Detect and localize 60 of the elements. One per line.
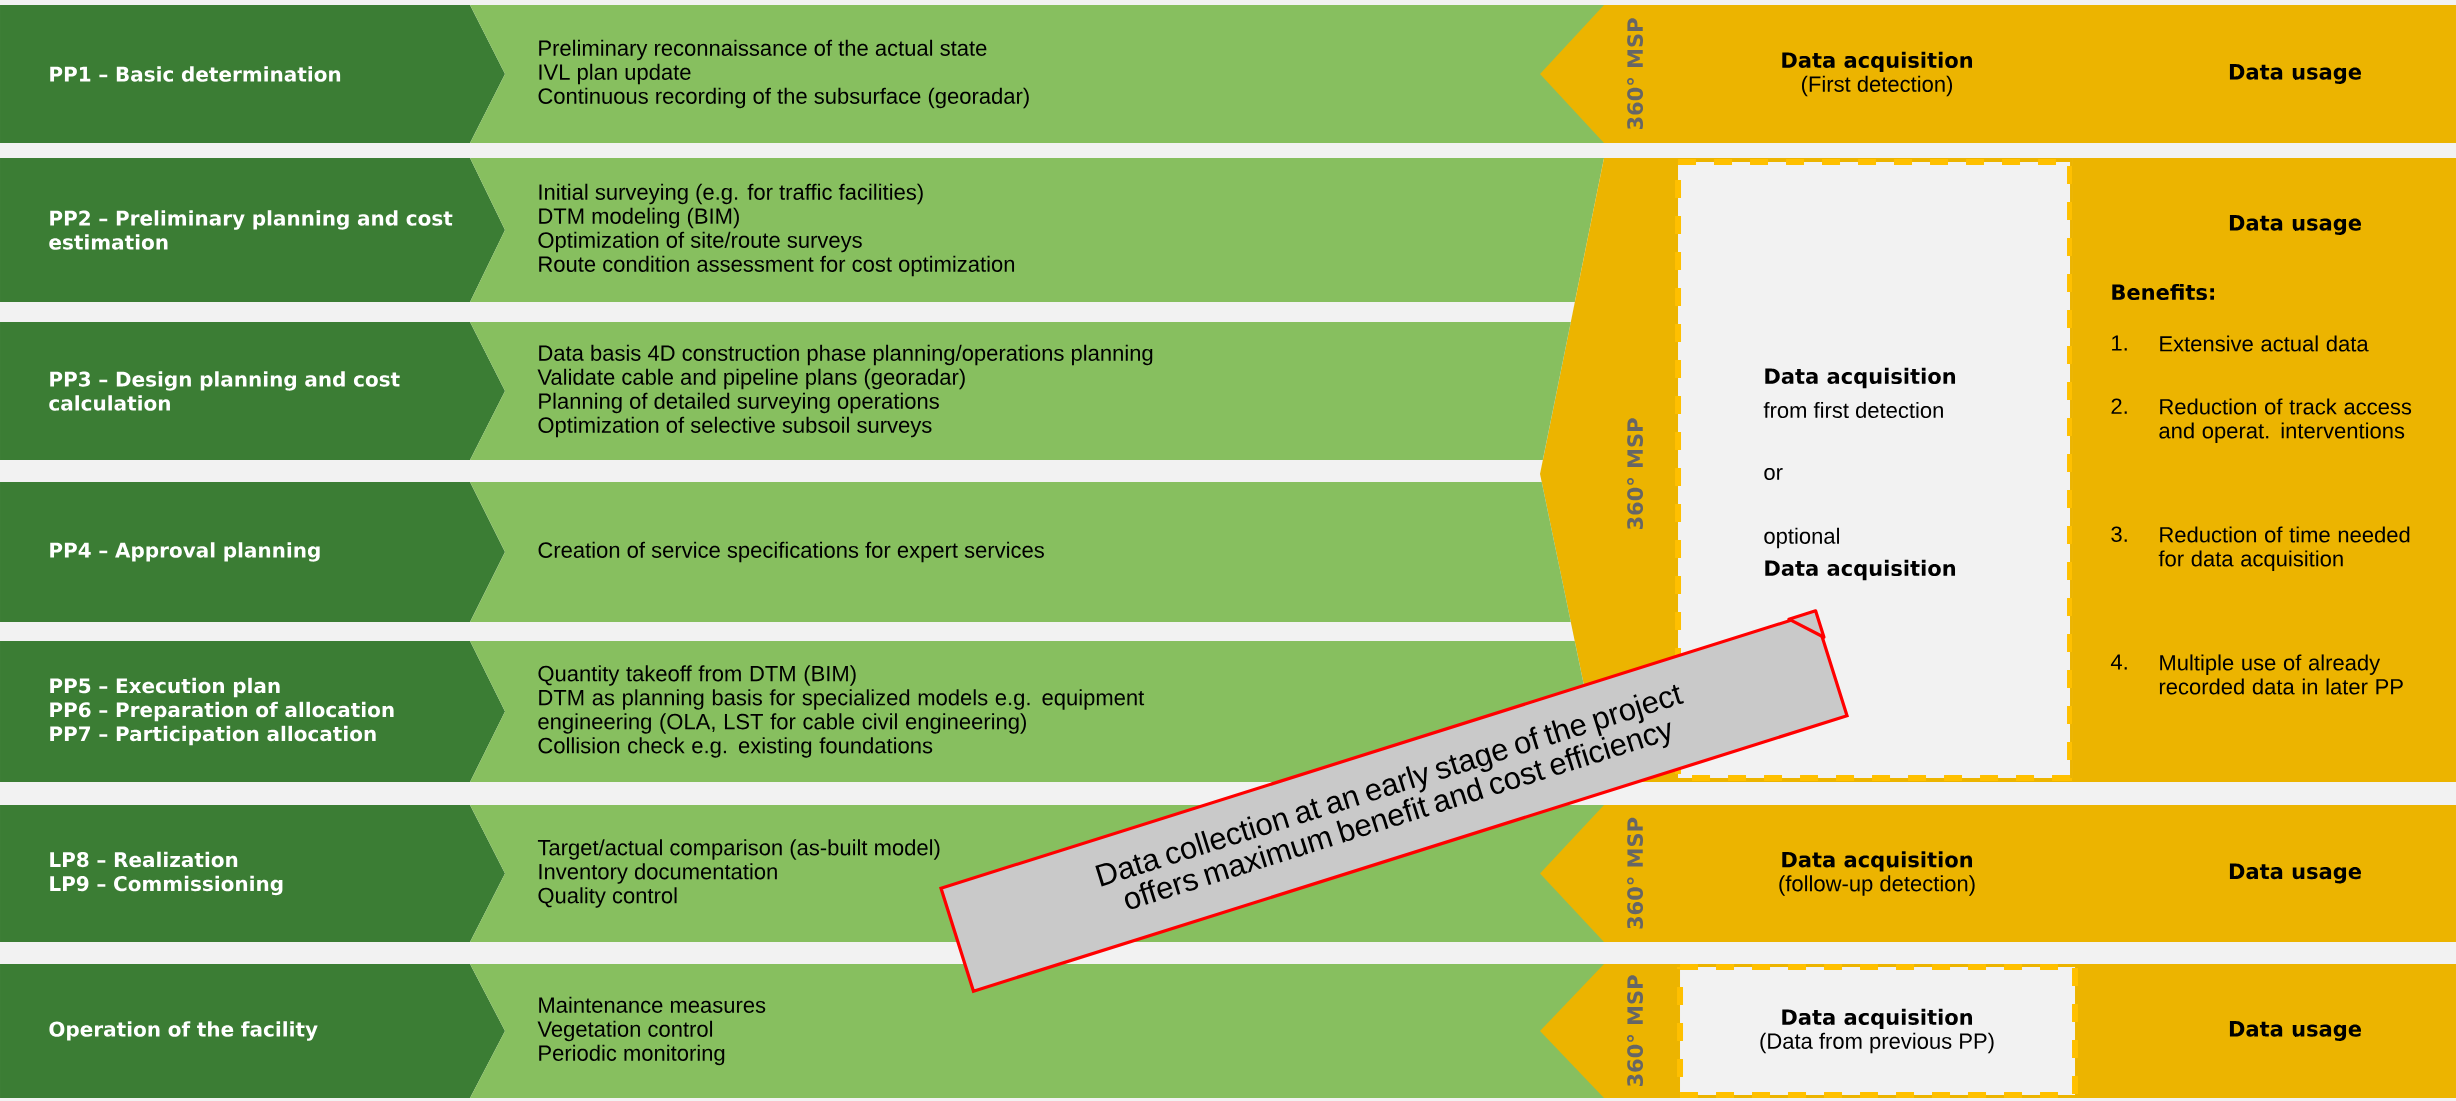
task-band — [470, 158, 1604, 302]
phase-box — [0, 5, 505, 143]
task-text: from first detection — [1763, 401, 1943, 419]
acquisition-panel — [1540, 805, 2456, 942]
phase-box — [0, 641, 505, 782]
phase-box — [0, 805, 505, 942]
task-text: optional — [1764, 527, 1839, 549]
acquisition-box — [1677, 964, 2078, 1098]
task-text: 3. — [2111, 526, 2127, 542]
task-text: Creation of service specifications for expert services — [538, 541, 1044, 563]
task-text: Reduction of time needed for data acquisition — [2158, 526, 2410, 571]
usage-panel — [2072, 158, 2456, 782]
task-text: 1. — [2112, 335, 2127, 351]
node-label: DTM modeling (BIM) — [539, 207, 739, 229]
phase-label: PP5 – Execution plan PP6 – Preparation of allocation PP7 – Participation allocation — [50, 677, 394, 746]
phase-box — [0, 482, 505, 622]
node-label: Optimization of site/route surveys — [538, 231, 862, 253]
node-label: Validate cable and pipeline plans (georadar) — [537, 368, 965, 390]
rotated-label: 360° MSP — [1627, 18, 1643, 130]
rotated-label: 360° MSP — [1627, 418, 1643, 530]
task-text: Preliminary reconnaissance of the actual state IVL plan update Continuous recording of the subsurface (georadar) — [538, 39, 1029, 109]
task-text: 4. — [2110, 654, 2127, 670]
heading: Data usage — [2229, 863, 2361, 884]
phase-label: PP2 – Preliminary planning and cost estimation — [49, 210, 453, 250]
node-label: Data basis 4D construction phase planning/operations planning — [539, 344, 1153, 366]
heading: Data acquisition — [1765, 559, 1956, 581]
rotated-label: 360° MSP — [1627, 817, 1643, 929]
phase-label: LP8 – Realization LP9 – Commissioning — [50, 851, 283, 896]
node-label: Initial surveying (e.g. for traffic facilities) — [539, 183, 923, 205]
task-text: Extensive actual data — [2160, 335, 2369, 352]
task-text: Maintenance measures Vegetation control Periodic monitoring — [537, 996, 766, 1066]
phase-label: Operation of the facility — [49, 1021, 318, 1041]
heading: Data usage — [2229, 215, 2361, 235]
task-text: Reduction of track access and operat. interventions — [2159, 398, 2412, 443]
task-text: or — [1764, 468, 1783, 481]
phase-box — [0, 964, 505, 1098]
task-text: Target/actual comparison (as-built model) Inventory documentation Quality control — [537, 839, 940, 908]
node-label: Route condition assessment for cost optimization — [539, 255, 1015, 277]
task-band — [470, 964, 1604, 1098]
task-band — [470, 5, 1604, 143]
heading: Data usage — [2229, 64, 2361, 84]
task-text: Initial surveying (e.g. for traffic facilities) DTM modeling (BIM) Optimization of site/route surveys Route condition assessment for cost optimization — [538, 183, 1015, 277]
phase-label: PP1 – Basic determination — [50, 66, 341, 82]
phase-box — [0, 158, 505, 302]
node-label: Optimization of selective subsoil surveys — [538, 416, 932, 438]
task-band — [470, 322, 1571, 460]
task-text: Data basis 4D construction phase planning/operations planning Validate cable and pipeline plans (georadar) Planning of detailed surveying operations Optimization of selective subsoil surveys — [537, 344, 1153, 438]
heading: Data acquisition — [1765, 367, 1956, 389]
phase-label: PP4 – Approval planning — [50, 542, 320, 562]
acquisition-panel — [1540, 5, 2456, 143]
heading: Benefits: — [2112, 283, 2214, 301]
phase-box — [0, 322, 505, 460]
task-text: 2. — [2111, 398, 2127, 414]
phase-label: PP3 – Design planning and cost calculation — [49, 371, 400, 411]
task-band — [470, 482, 1571, 622]
heading: Data usage — [2229, 1021, 2361, 1041]
node-label: Planning of detailed surveying operations — [539, 392, 939, 414]
heading: Data acquisition (Data from previous PP) — [1760, 1008, 1994, 1054]
heading: Data acquisition (First detection) — [1782, 51, 1972, 97]
task-text: Multiple use of already recorded data in later PP — [2159, 654, 2403, 695]
